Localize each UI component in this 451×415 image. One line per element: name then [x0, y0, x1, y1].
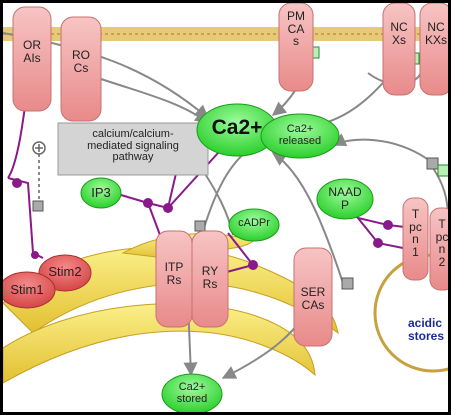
- orais-label[interactable]: OR AIs: [23, 38, 41, 65]
- nckxs-label[interactable]: NC KXs: [424, 20, 447, 47]
- ca2-stored-node[interactable]: Ca2+ stored: [176, 381, 208, 405]
- ncxs-label[interactable]: NC Xs: [390, 20, 408, 47]
- ryrs-label[interactable]: RY Rs: [201, 264, 219, 291]
- receptor-shapes: [12, 3, 448, 347]
- diagram-canvas: [3, 3, 448, 412]
- acidic-stores-label: acidic stores: [408, 316, 445, 343]
- stim1-node[interactable]: Stim1: [10, 282, 44, 297]
- stim2-node[interactable]: Stim2: [48, 264, 82, 279]
- tpcn1-label[interactable]: T pc n 1: [409, 207, 422, 259]
- ip3-node[interactable]: IP3: [91, 185, 111, 200]
- plasma-membrane: [3, 27, 448, 41]
- purple-dots: [12, 178, 393, 270]
- ca2-released-node[interactable]: Ca2+ released: [278, 123, 322, 147]
- pathway-link[interactable]: calcium/calcium- mediated signaling path…: [87, 128, 179, 164]
- pathway-box-shape: [57, 122, 209, 176]
- ca2-main-node[interactable]: Ca2+: [211, 116, 263, 139]
- green-node-shapes: [80, 103, 374, 412]
- itprs-label[interactable]: ITP Rs: [164, 260, 184, 287]
- stim-shapes: [3, 254, 92, 309]
- rocs-label[interactable]: RO Cs: [72, 48, 90, 75]
- link-circle-icon: [32, 141, 46, 155]
- cadpr-node[interactable]: cADPr: [238, 217, 270, 229]
- tpcn2-label[interactable]: T pc n 2: [435, 217, 449, 269]
- pmcas-label[interactable]: PM CA s: [287, 9, 305, 49]
- sercas-label[interactable]: SER CAs: [300, 285, 326, 312]
- naadp-node[interactable]: NAAD P: [328, 185, 362, 212]
